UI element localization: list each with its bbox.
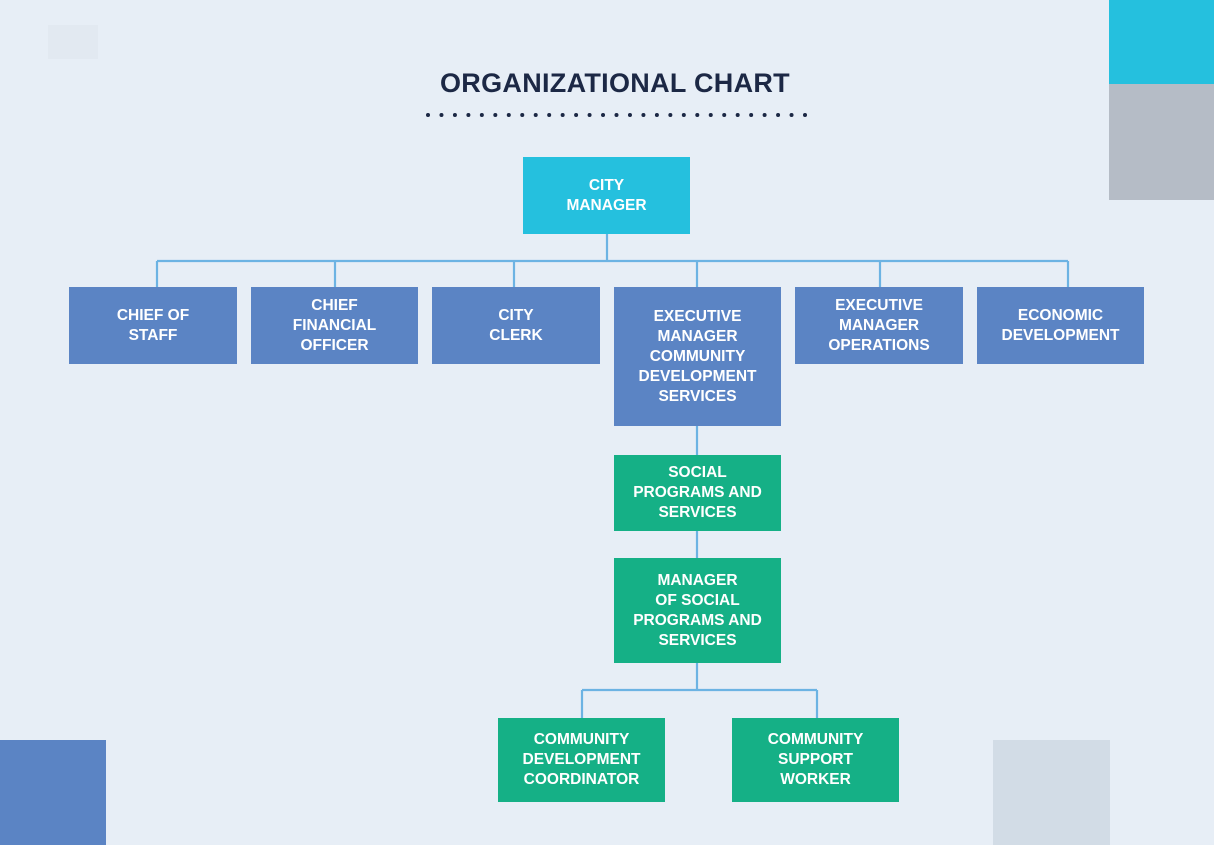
divider-dot [587,113,592,117]
decorative-block-top-left [48,25,98,59]
chart-title: ORGANIZATIONAL CHART [440,68,790,98]
divider-dot [776,113,781,117]
divider-dot [749,113,754,117]
divider-dot [668,113,673,117]
divider-dot [789,113,794,117]
divider-dot [681,113,686,117]
divider-dot [506,113,511,117]
title-dotted-divider [426,113,807,117]
divider-dot [708,113,713,117]
divider-dot [452,113,457,117]
divider-dot [627,113,632,117]
decorative-block-bottom-right [993,740,1110,845]
decorative-block-top-right-gray [1109,84,1214,200]
decorative-block-bottom-left [0,740,106,845]
divider-dot [439,113,444,117]
divider-dot [520,113,525,117]
divider-dot [426,113,430,117]
divider-dot [493,113,498,117]
divider-dot [695,113,700,117]
divider-dot [466,113,471,117]
divider-dot [614,113,619,117]
divider-dot [722,113,727,117]
divider-dot [547,113,552,117]
divider-dot [601,113,606,117]
divider-dot [654,113,659,117]
divider-dot [479,113,484,117]
divider-dot [560,113,565,117]
divider-dot [803,113,807,117]
divider-dot [641,113,646,117]
divider-dot [762,113,767,117]
divider-dot [574,113,579,117]
divider-dot [735,113,740,117]
divider-dot [533,113,538,117]
decorative-block-top-right-cyan [1109,0,1214,84]
